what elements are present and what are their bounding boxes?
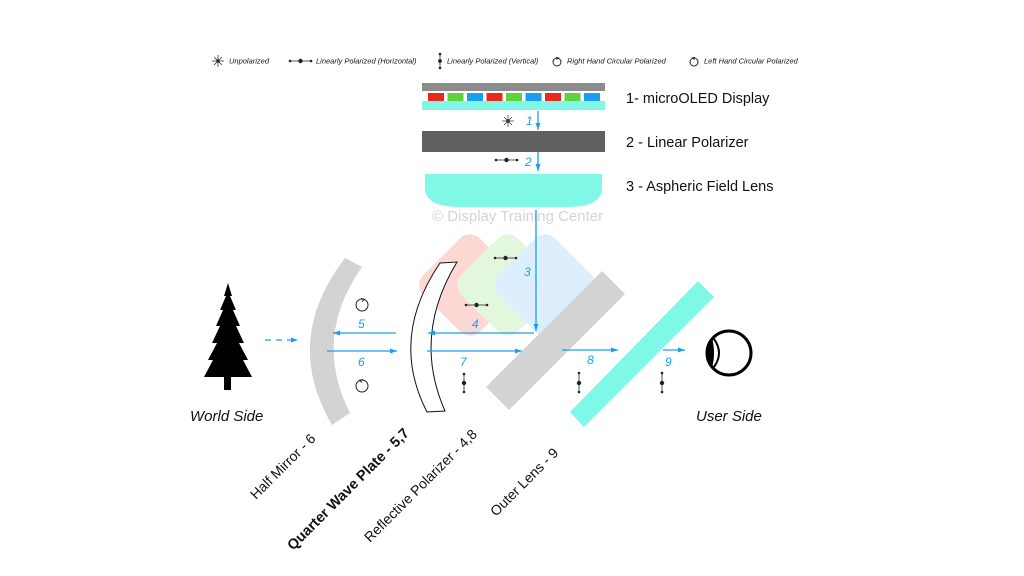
aspheric-field-lens: [425, 174, 602, 207]
beam-8-vertical-icon: [576, 371, 582, 394]
display-subpixel: [564, 93, 581, 101]
display-subpixel: [467, 93, 483, 101]
display-subpixel: [584, 93, 600, 101]
beam-6-lhcp-icon: [355, 379, 369, 393]
display-cover-glass: [422, 101, 605, 110]
step-7-label: 7: [460, 355, 468, 369]
legend-unpolarized: Unpolarized: [229, 57, 270, 66]
legend-linear-horizontal: Linearly Polarized (Horizontal): [316, 57, 417, 66]
display-subpixel: [545, 93, 561, 101]
display-backplane: [422, 83, 605, 91]
step-4-label: 4: [472, 317, 479, 331]
step-1-label: 1: [526, 114, 533, 128]
tree-icon: [204, 283, 252, 390]
step-2-label: 2: [524, 155, 532, 169]
linear-horizontal-icon: [288, 58, 313, 64]
display-subpixel: [506, 93, 522, 101]
linear-vertical-icon: [438, 52, 442, 70]
beam-1-unpolarized-icon: [502, 115, 514, 127]
beam-7-vertical-icon: [461, 372, 467, 394]
beam-3-horizontal-icon: [493, 255, 518, 261]
label-linear-polarizer: 2 - Linear Polarizer: [626, 135, 749, 151]
linear-polarizer: [422, 131, 605, 152]
step-5-label: 5: [358, 317, 365, 331]
beam-9-vertical-icon: [659, 371, 665, 394]
beam-4-horizontal-icon: [464, 302, 489, 308]
quarter-wave-plate: [410, 261, 458, 413]
legend-rhcp: Right Hand Circular Polarized: [567, 57, 667, 66]
lhcp-icon: [689, 56, 699, 67]
display-subpixel: [447, 93, 464, 101]
display-subpixel: [486, 93, 503, 101]
label-microoled-display: 1- microOLED Display: [626, 91, 770, 107]
display-subpixel: [428, 93, 444, 101]
step-3-label: 3: [524, 265, 531, 279]
step-8-label: 8: [587, 353, 594, 367]
display-subpixel: [525, 93, 542, 101]
half-mirror: [309, 258, 362, 425]
step-6-label: 6: [358, 355, 365, 369]
beam-5-rhcp-icon: [355, 298, 369, 312]
legend-lhcp: Left Hand Circular Polarized: [704, 57, 799, 66]
legend: Unpolarized Linearly Polarized (Horizont…: [212, 52, 799, 70]
microoled-display: [422, 83, 605, 110]
label-aspheric-field-lens: 3 - Aspheric Field Lens: [626, 179, 774, 195]
beam-2-horizontal-icon: [494, 157, 519, 163]
display-pixel-row: [428, 93, 600, 101]
eye-icon: [705, 329, 753, 377]
legend-linear-vertical: Linearly Polarized (Vertical): [447, 57, 539, 66]
unpolarized-icon: [212, 55, 224, 67]
user-side-label: User Side: [696, 408, 762, 425]
label-reflective-polarizer: Reflective Polarizer - 4,8: [361, 426, 480, 545]
label-outer-lens: Outer Lens - 9: [487, 444, 562, 519]
step-9-label: 9: [665, 355, 672, 369]
reflective-polarizer: [486, 271, 625, 410]
label-half-mirror: Half Mirror - 6: [247, 430, 319, 502]
world-side-label: World Side: [190, 408, 263, 425]
rhcp-icon: [552, 56, 562, 67]
watermark: © Display Training Center: [432, 208, 603, 225]
outer-lens: [570, 281, 714, 427]
